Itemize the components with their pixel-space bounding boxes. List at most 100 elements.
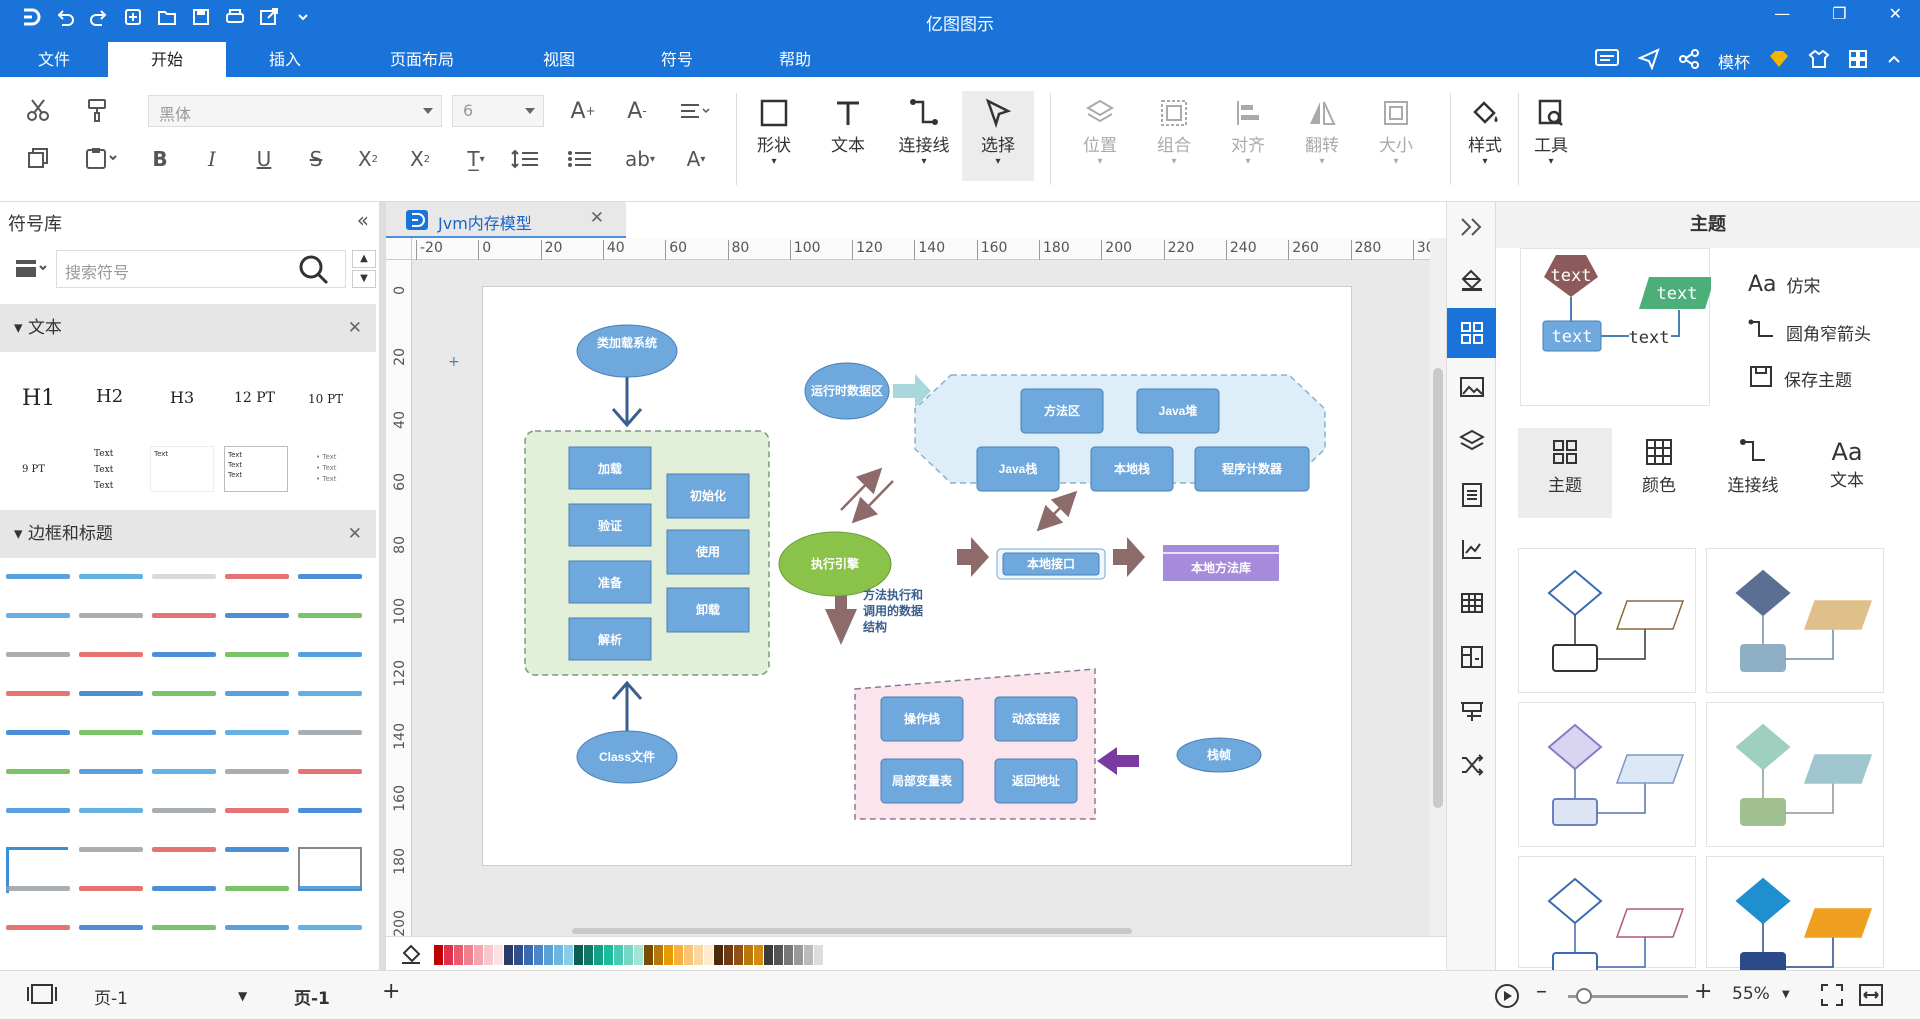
- collapse-ribbon-icon[interactable]: [1886, 51, 1902, 71]
- color-swatch[interactable]: [754, 945, 763, 965]
- color-swatch[interactable]: [464, 945, 473, 965]
- print-icon[interactable]: [224, 6, 246, 28]
- diagram-page[interactable]: 类加载系统 加载 验证 准备 解析 初始化 使用 卸载 Class文件 运行时数…: [482, 286, 1352, 866]
- increase-font-icon[interactable]: A+: [570, 98, 596, 124]
- fill-style-icon[interactable]: [1447, 254, 1497, 304]
- italic-icon[interactable]: I: [208, 147, 216, 171]
- page-panel-icon[interactable]: [1447, 470, 1497, 520]
- border-title-thumbnail[interactable]: [79, 652, 143, 657]
- color-swatch[interactable]: [504, 945, 513, 965]
- text-sample-box[interactable]: Text: [150, 446, 214, 492]
- add-page-icon[interactable]: +: [382, 979, 401, 1004]
- node-load[interactable]: [568, 446, 652, 490]
- color-swatch[interactable]: [684, 945, 693, 965]
- node-verify[interactable]: [568, 503, 652, 547]
- color-swatch[interactable]: [784, 945, 793, 965]
- border-title-thumbnail[interactable]: [79, 886, 143, 891]
- node-use[interactable]: [666, 529, 750, 575]
- theme-card[interactable]: [1518, 548, 1696, 693]
- scroll-down-icon[interactable]: ▼: [352, 270, 376, 288]
- border-title-thumbnail[interactable]: [298, 574, 362, 579]
- color-swatch[interactable]: [494, 945, 503, 965]
- border-title-thumbnail[interactable]: [79, 808, 143, 813]
- text-sample-10pt[interactable]: 10 PT: [308, 392, 344, 406]
- color-swatch[interactable]: [814, 945, 823, 965]
- font-color-icon[interactable]: A▾: [686, 147, 706, 171]
- color-swatch[interactable]: [544, 945, 553, 965]
- border-title-thumbnail[interactable]: [6, 808, 70, 813]
- border-title-thumbnail[interactable]: [79, 769, 143, 774]
- border-title-thumbnail[interactable]: [152, 769, 216, 774]
- shuffle-icon[interactable]: [1447, 740, 1497, 790]
- border-title-thumbnail[interactable]: [6, 847, 68, 893]
- align-icon[interactable]: [672, 95, 718, 127]
- border-title-thumbnail[interactable]: [225, 574, 289, 579]
- node-unload[interactable]: [666, 587, 750, 633]
- text-tool-button[interactable]: 文本: [812, 95, 884, 156]
- search-input[interactable]: 搜索符号: [56, 250, 346, 288]
- border-title-thumbnail[interactable]: [6, 574, 70, 579]
- color-swatch[interactable]: [714, 945, 723, 965]
- text-style-icon[interactable]: T̲▾: [467, 147, 485, 171]
- color-swatch[interactable]: [624, 945, 633, 965]
- zoom-in-icon[interactable]: +: [1694, 979, 1713, 1004]
- chart-panel-icon[interactable]: [1447, 524, 1497, 574]
- library-menu-icon[interactable]: [14, 256, 48, 284]
- color-swatch[interactable]: [614, 945, 623, 965]
- theme-tab-theme[interactable]: 主题: [1518, 428, 1612, 518]
- theme-card[interactable]: [1518, 856, 1696, 980]
- font-size-select[interactable]: 6: [452, 95, 544, 127]
- color-swatch[interactable]: [694, 945, 703, 965]
- color-swatch[interactable]: [474, 945, 483, 965]
- theme-tab-color[interactable]: 颜色: [1612, 428, 1706, 518]
- color-swatch[interactable]: [604, 945, 613, 965]
- oval-class-file[interactable]: [576, 730, 678, 784]
- close-tab-icon[interactable]: ✕: [589, 208, 604, 228]
- apps-grid-icon[interactable]: [1848, 49, 1868, 73]
- position-button[interactable]: 位置▾: [1064, 95, 1136, 167]
- user-name[interactable]: 模杯: [1717, 53, 1750, 72]
- node-native-if[interactable]: [1002, 552, 1100, 576]
- color-swatch[interactable]: [574, 945, 583, 965]
- restore-icon[interactable]: ❐: [1832, 4, 1847, 23]
- send-icon[interactable]: [1637, 48, 1660, 74]
- zoom-out-icon[interactable]: –: [1536, 979, 1547, 1004]
- close-icon[interactable]: ✕: [1888, 4, 1902, 23]
- color-swatch[interactable]: [444, 945, 453, 965]
- node-op-stack[interactable]: [880, 696, 964, 742]
- text-sample-h3[interactable]: H3: [170, 388, 195, 407]
- close-section-icon[interactable]: ✕: [347, 524, 362, 544]
- theme-arrow-option[interactable]: 圆角窄箭头: [1748, 318, 1871, 347]
- shape-tool-button[interactable]: 形状▾: [738, 95, 810, 167]
- node-init[interactable]: [666, 473, 750, 519]
- node-locals[interactable]: [880, 758, 964, 804]
- oval-runtime[interactable]: [804, 362, 890, 420]
- scroll-up-icon[interactable]: ▲: [352, 250, 376, 268]
- minimize-icon[interactable]: —: [1774, 4, 1791, 23]
- text-sample-bullets[interactable]: • Text• Text• Text: [316, 453, 337, 483]
- node-prepare[interactable]: [568, 560, 652, 604]
- new-file-icon[interactable]: [122, 6, 144, 28]
- color-swatch[interactable]: [584, 945, 593, 965]
- border-title-thumbnail[interactable]: [298, 613, 362, 618]
- node-native-stack[interactable]: [1090, 446, 1174, 492]
- drawing-canvas[interactable]: +: [412, 260, 1430, 936]
- theme-card[interactable]: [1706, 702, 1884, 847]
- border-title-thumbnail[interactable]: [225, 808, 289, 813]
- text-sample-9pt[interactable]: 9 PT: [22, 464, 45, 475]
- border-title-thumbnail[interactable]: [298, 886, 362, 891]
- menu-start[interactable]: 开始: [108, 42, 226, 77]
- color-swatch[interactable]: [554, 945, 563, 965]
- border-title-thumbnail[interactable]: [6, 730, 70, 735]
- format-painter-icon[interactable]: [80, 95, 116, 125]
- node-dyn-link[interactable]: [994, 696, 1078, 742]
- color-swatch[interactable]: [654, 945, 663, 965]
- underline-icon[interactable]: U: [256, 147, 272, 171]
- flip-button[interactable]: 翻转▾: [1286, 95, 1358, 167]
- node-java-stack[interactable]: [976, 446, 1060, 492]
- layers-panel-icon[interactable]: [1447, 416, 1497, 466]
- group-button[interactable]: 组合▾: [1138, 95, 1210, 167]
- document-tab[interactable]: Jvm内存模型 ✕: [386, 202, 626, 238]
- connector-tool-button[interactable]: 连接线▾: [888, 95, 960, 167]
